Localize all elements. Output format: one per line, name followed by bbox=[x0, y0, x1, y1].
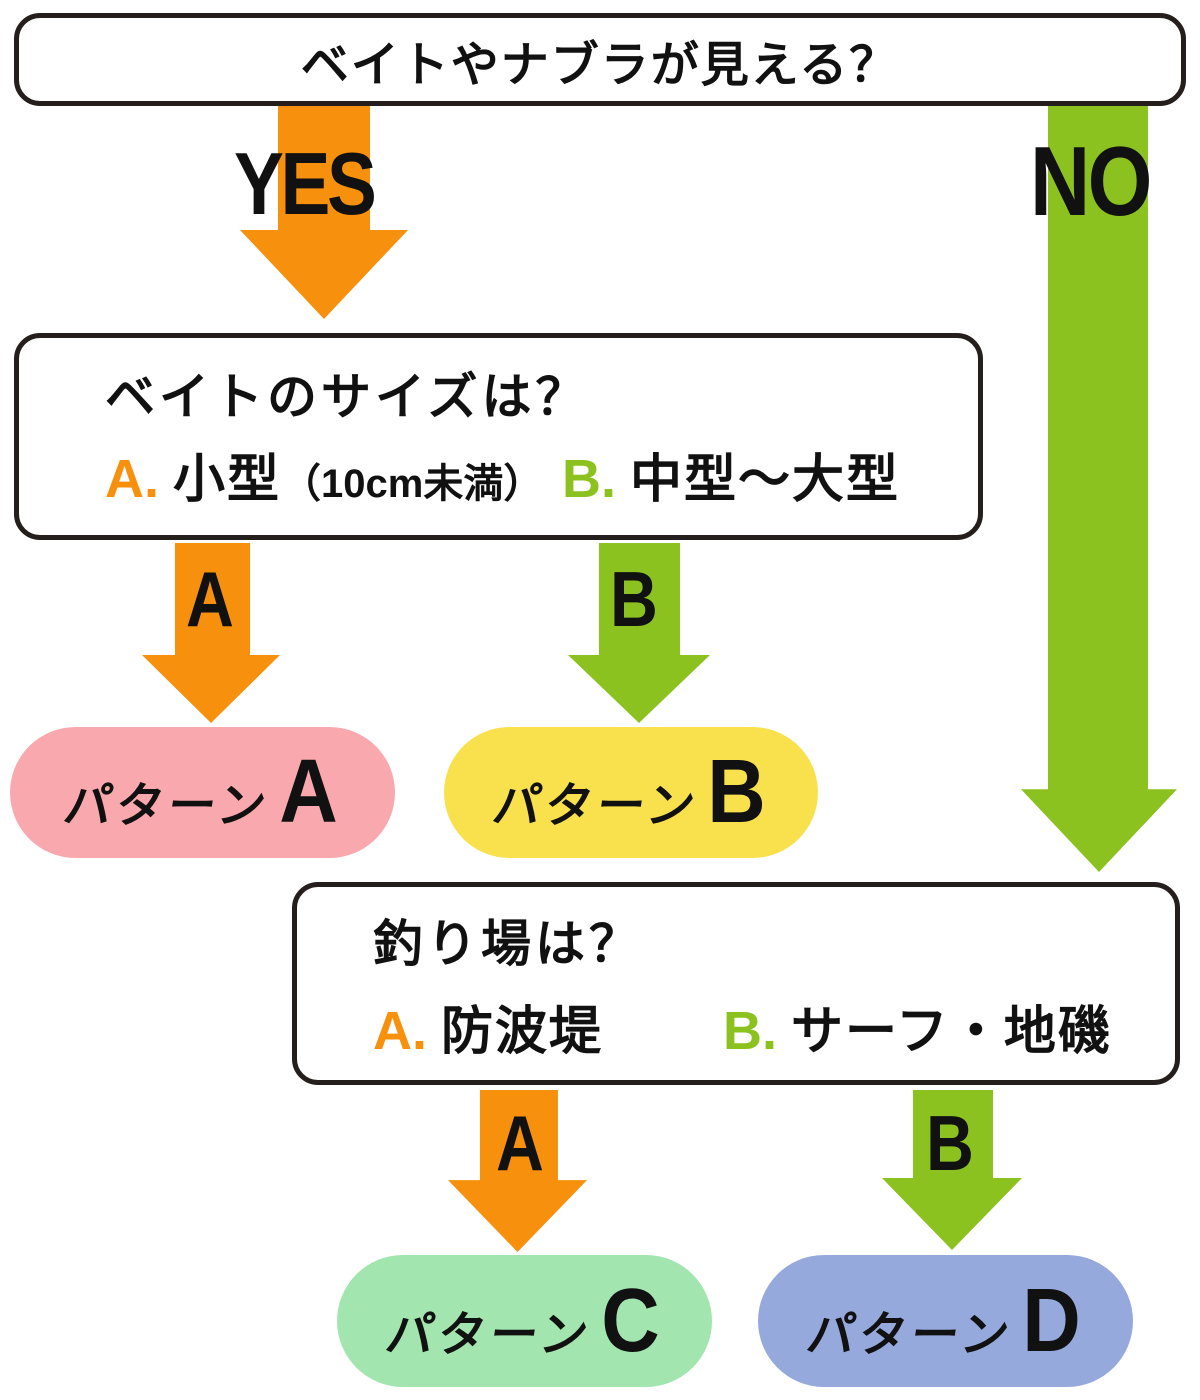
pattern-c-letter: C bbox=[601, 1271, 660, 1371]
pattern-b-prefix: パターン bbox=[488, 780, 703, 833]
option-a-letter: A. bbox=[105, 449, 159, 509]
question-bait-size-text: ベイトのサイズは？ bbox=[105, 369, 590, 425]
result-pattern-a: パターンA bbox=[10, 727, 395, 858]
question-fishing-spot-text: 釣り場は？ bbox=[373, 916, 643, 972]
pattern-d-letter: D bbox=[1022, 1271, 1081, 1371]
question-box-bait-visible: ベイトやナブラが見える？ bbox=[14, 13, 1186, 106]
option-b-letter: B. bbox=[723, 1001, 777, 1061]
spot-b-arrow-label: B bbox=[926, 1099, 974, 1187]
pattern-b-letter: B bbox=[707, 742, 767, 842]
option-b-letter: B. bbox=[562, 449, 616, 509]
question-bait-visible-text: ベイトやナブラが見える？ bbox=[300, 38, 900, 92]
result-pattern-b: パターンB bbox=[444, 727, 818, 858]
option-a-breakwater: A.防波堤 bbox=[373, 1004, 603, 1058]
result-pattern-d: パターンD bbox=[758, 1255, 1133, 1387]
option-a-letter: A. bbox=[373, 1001, 427, 1061]
yes-label: YES bbox=[234, 134, 377, 233]
option-a-small: A.小型（10cm未満） bbox=[105, 452, 543, 506]
pattern-d-prefix: パターン bbox=[803, 1309, 1017, 1362]
option-a-text: 小型 bbox=[173, 451, 282, 509]
spot-a-arrow-label: A bbox=[496, 1099, 544, 1187]
pattern-a-prefix: パターン bbox=[60, 780, 274, 833]
pattern-a-letter: A bbox=[279, 742, 338, 842]
no-label: NO bbox=[1030, 126, 1152, 236]
result-pattern-c: パターンC bbox=[337, 1255, 712, 1387]
option-b-text: サーフ・地磯 bbox=[791, 1003, 1112, 1061]
question-box-bait-size: ベイトのサイズは？ A.小型（10cm未満） B.中型～大型 bbox=[14, 333, 983, 540]
option-b-surf-rocks: B.サーフ・地磯 bbox=[723, 1004, 1112, 1058]
pattern-c-prefix: パターン bbox=[382, 1309, 596, 1362]
option-b-medium-large: B.中型～大型 bbox=[562, 452, 900, 506]
option-b-text: 中型～大型 bbox=[630, 451, 901, 509]
size-a-arrow-label: A bbox=[186, 555, 234, 643]
size-b-arrow-label: B bbox=[610, 555, 658, 643]
question-box-fishing-spot: 釣り場は？ A.防波堤 B.サーフ・地磯 bbox=[292, 882, 1180, 1085]
option-a-note: （10cm未満） bbox=[281, 462, 544, 506]
option-a-text: 防波堤 bbox=[441, 1003, 604, 1061]
